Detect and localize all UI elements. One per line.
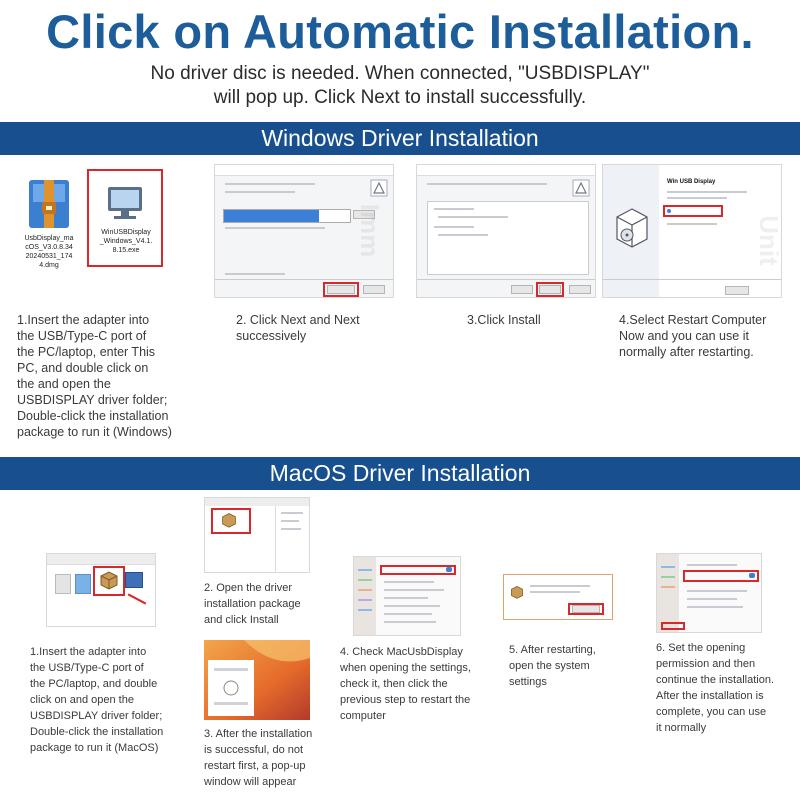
exe-highlight-box: [87, 169, 163, 267]
mac-step-1-caption: 1.Insert the adapter into the USB/Type-C…: [30, 646, 164, 754]
package-icon[interactable]: [221, 512, 237, 528]
back-button[interactable]: [511, 285, 533, 294]
package-icon: [510, 585, 524, 599]
mac-success-screenshot: [204, 640, 310, 720]
mac-step-5-caption: 5. After restarting, open the system set…: [509, 644, 596, 688]
package-highlight-box: [93, 566, 125, 596]
windows-step-1-caption: 1.Insert the adapter into the USB/Type-C…: [17, 313, 172, 439]
mac-section-banner: MacOS Driver Installation: [0, 457, 800, 490]
windows-step-2-caption: 2. Click Next and Next successively: [236, 313, 360, 343]
windows-step-4-caption: 4.Select Restart Computer Now and you ca…: [619, 313, 767, 359]
subtitle-line-2: will pop up. Click Next to install succe…: [213, 87, 587, 108]
permission-toggle[interactable]: [749, 573, 755, 578]
macusbdisplay-toggle[interactable]: [446, 567, 452, 572]
install-progress-track: [223, 209, 351, 223]
mac-step-6-caption: 6. Set the opening permission and then c…: [656, 642, 775, 734]
page-title: Click on Automatic Installation.: [46, 5, 754, 58]
archive-file-label: UsbDisplay_ma cOS_V3.0.8.34 20240531_174…: [24, 235, 74, 269]
windows-section-banner: Windows Driver Installation: [0, 122, 800, 155]
document-icon: [55, 574, 71, 594]
windows-install-dialog-screenshot: [416, 164, 596, 298]
restart-button[interactable]: [572, 605, 600, 613]
install-highlight-box: [536, 282, 564, 297]
mac-restart-popup-screenshot: [503, 574, 613, 620]
folder-icon: [75, 574, 91, 594]
dialog-titlebar: [417, 165, 595, 176]
next-button[interactable]: [327, 285, 355, 294]
cancel-button[interactable]: [569, 285, 591, 294]
install-highlight-box: [211, 508, 251, 534]
install-button[interactable]: [539, 285, 561, 294]
browse-button[interactable]: [353, 210, 375, 219]
exe-file-label: WinUSBDisplay _Windows_V4.1. 8.15.exe: [99, 229, 153, 254]
finish-button[interactable]: [725, 286, 749, 295]
restart-highlight-box: [568, 603, 604, 615]
setup-wizard-icon: [370, 179, 388, 197]
restart-now-highlight-box: [663, 205, 723, 217]
dialog-title: Win USB Display: [667, 179, 716, 185]
mac-permission-screenshot: [656, 553, 762, 633]
software-box-icon: [613, 205, 651, 249]
permission-highlight-box: [683, 570, 759, 582]
mac-settings-screenshot: [353, 556, 461, 636]
display-icon: [125, 572, 143, 588]
macusbdisplay-highlight-box: [380, 565, 456, 575]
windows-files-screenshot: UsbDisplay_ma cOS_V3.0.8.34 20240531_174…: [13, 164, 193, 298]
dialog-titlebar: [215, 165, 393, 176]
windows-restart-dialog-screenshot: Win USB Display Unit: [602, 164, 782, 298]
subtitle-line-1: No driver disc is needed. When connected…: [150, 63, 650, 84]
install-progress-fill: [224, 210, 319, 222]
installer-exe-icon[interactable]: [105, 184, 145, 222]
mac-step-3-caption: 3. After the installation is successful,…: [204, 728, 313, 788]
mac-installer-screenshot: [204, 497, 310, 573]
windows-next-dialog-screenshot: Imm: [214, 164, 394, 298]
package-icon[interactable]: [99, 570, 119, 590]
archive-icon[interactable]: [27, 176, 71, 230]
windows-step-3-caption: 3.Click Install: [467, 313, 541, 327]
setup-wizard-icon: [572, 179, 590, 197]
mac-step-2-caption: 2. Open the driver installation package …: [204, 582, 301, 626]
restart-now-radio[interactable]: [667, 209, 671, 213]
settings-item-highlight-box: [661, 622, 685, 630]
arrow-pointer: [127, 593, 147, 605]
cancel-button[interactable]: [363, 285, 385, 294]
mac-finder-screenshot: [46, 553, 156, 627]
next-highlight-box: [323, 282, 359, 297]
install-summary-box: [427, 201, 589, 275]
mac-step-4-caption: 4. Check MacUsbDisplay when opening the …: [340, 646, 471, 722]
